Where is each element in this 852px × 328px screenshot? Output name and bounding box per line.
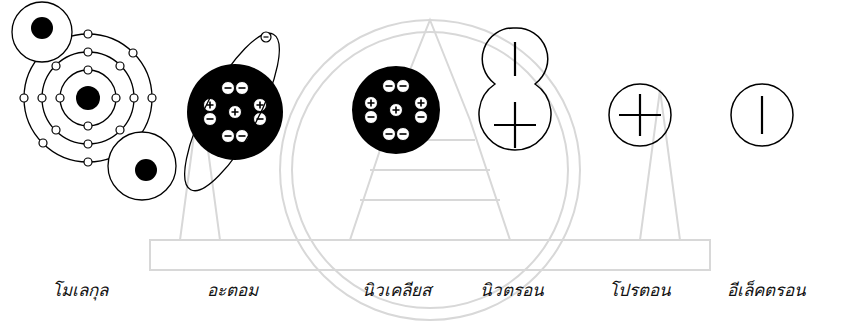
watermark-seal xyxy=(150,20,710,320)
particle-label: อะตอม xyxy=(207,280,258,300)
nucleus-figure xyxy=(352,66,440,154)
molecule-figure xyxy=(12,2,176,200)
electron-figure xyxy=(731,84,793,146)
particle-label: โมเลกุล xyxy=(52,280,108,300)
particle-label: โปรตอน xyxy=(609,280,671,300)
particle-label: นิวเคลียส xyxy=(362,280,431,300)
particle-label: นิวตรอน xyxy=(480,280,544,300)
neutron-figure xyxy=(479,28,551,150)
atom-figure xyxy=(168,22,297,202)
particle-label: อีเล็คตรอน xyxy=(727,280,806,300)
proton-figure xyxy=(609,84,671,146)
